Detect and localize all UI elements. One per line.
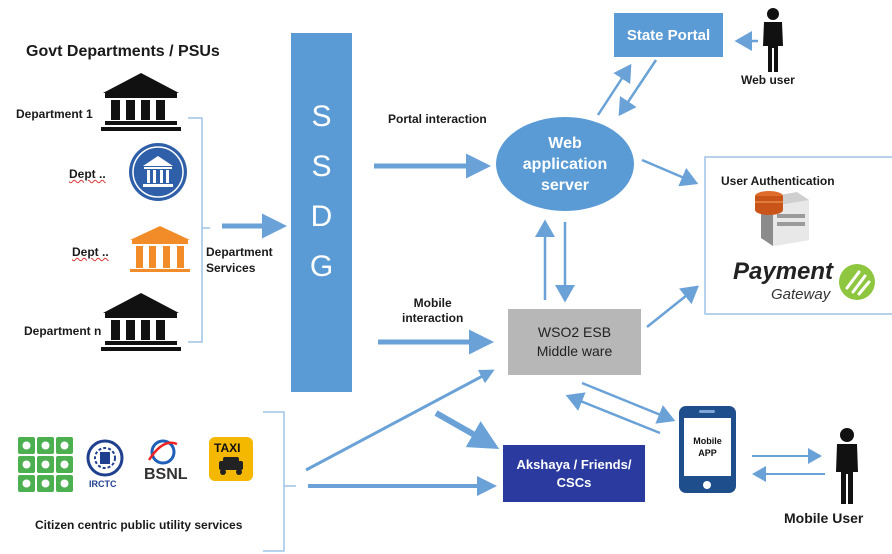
akshaya-label: Akshaya / Friends/ CSCs: [516, 456, 632, 490]
mobile-interaction-label: Mobile interaction: [402, 296, 464, 325]
esb-to-payment-arrow: [646, 285, 699, 328]
gateway-label: Gateway: [771, 286, 831, 303]
department-services-label: Department Services: [206, 245, 273, 275]
mobile-user-label: Mobile User: [784, 510, 864, 526]
mobile-to-esb-arrow: [565, 392, 661, 435]
ssdg-letter-s1: S: [311, 100, 332, 133]
bank-building-orange-icon: [130, 226, 190, 272]
esb-node: [508, 309, 641, 375]
dept-2-label: Dept ..: [69, 167, 106, 181]
bank-building-black-icon: [101, 293, 181, 351]
state-portal-node: [614, 13, 723, 57]
portal-to-server-arrow: [618, 59, 658, 117]
department-1-label: Department 1: [16, 107, 93, 121]
mobile-app-label: Mobile APP: [693, 436, 722, 458]
taxi-logo-text: TAXI: [214, 441, 241, 455]
ssdg-bar: [291, 33, 352, 392]
web-application-server-node: [496, 117, 634, 211]
ssdg-letter-d: D: [310, 200, 333, 233]
departments-bracket: [188, 117, 210, 343]
bsnl-logo-text: BSNL: [144, 466, 188, 483]
esb-to-mobile-arrow: [581, 381, 676, 424]
akshaya-node: [503, 445, 645, 502]
irctc-logo-text: IRCTC: [89, 479, 117, 489]
portal-interaction-label: Portal interaction: [388, 112, 487, 126]
utility-tiles-icon: [18, 437, 73, 492]
citizen-bracket: [263, 411, 296, 552]
payment-label: Payment: [733, 258, 834, 285]
web-user-person-icon: [763, 8, 783, 72]
mobile-user-person-icon: [836, 428, 858, 504]
web-application-server-label: Web application server: [522, 134, 608, 194]
ssdg-letter-s2: S: [311, 150, 332, 183]
bank-building-blue-icon: [129, 143, 187, 201]
ssdg-letters: S S D G: [291, 92, 352, 292]
server-to-portal-arrow: [596, 63, 632, 116]
server-database-icon: [755, 191, 809, 246]
state-portal-label: State Portal: [626, 26, 711, 44]
irctc-logo-icon: [86, 439, 124, 477]
ssdg-letter-g: G: [309, 250, 334, 283]
govt-departments-title: Govt Departments / PSUs: [26, 43, 220, 60]
citizen-services-label: Citizen centric public utility services: [35, 518, 243, 532]
dept-3-label: Dept ..: [72, 245, 109, 259]
citizen-to-esb-arrow: [305, 369, 495, 472]
web-user-label: Web user: [741, 73, 795, 87]
payment-gateway-icon: [839, 264, 875, 300]
mobile-phone-icon: [679, 406, 736, 493]
user-authentication-label: User Authentication: [721, 174, 835, 188]
server-to-auth-arrow: [641, 158, 699, 187]
bank-building-black-icon: [101, 73, 181, 131]
taxi-logo-icon: [209, 437, 253, 481]
esb-label: WSO2 ESB Middle ware: [536, 324, 613, 359]
bsnl-logo-icon: [147, 439, 178, 465]
department-n-label: Department n: [24, 324, 102, 338]
esb-to-akshaya-arrow: [434, 410, 500, 449]
